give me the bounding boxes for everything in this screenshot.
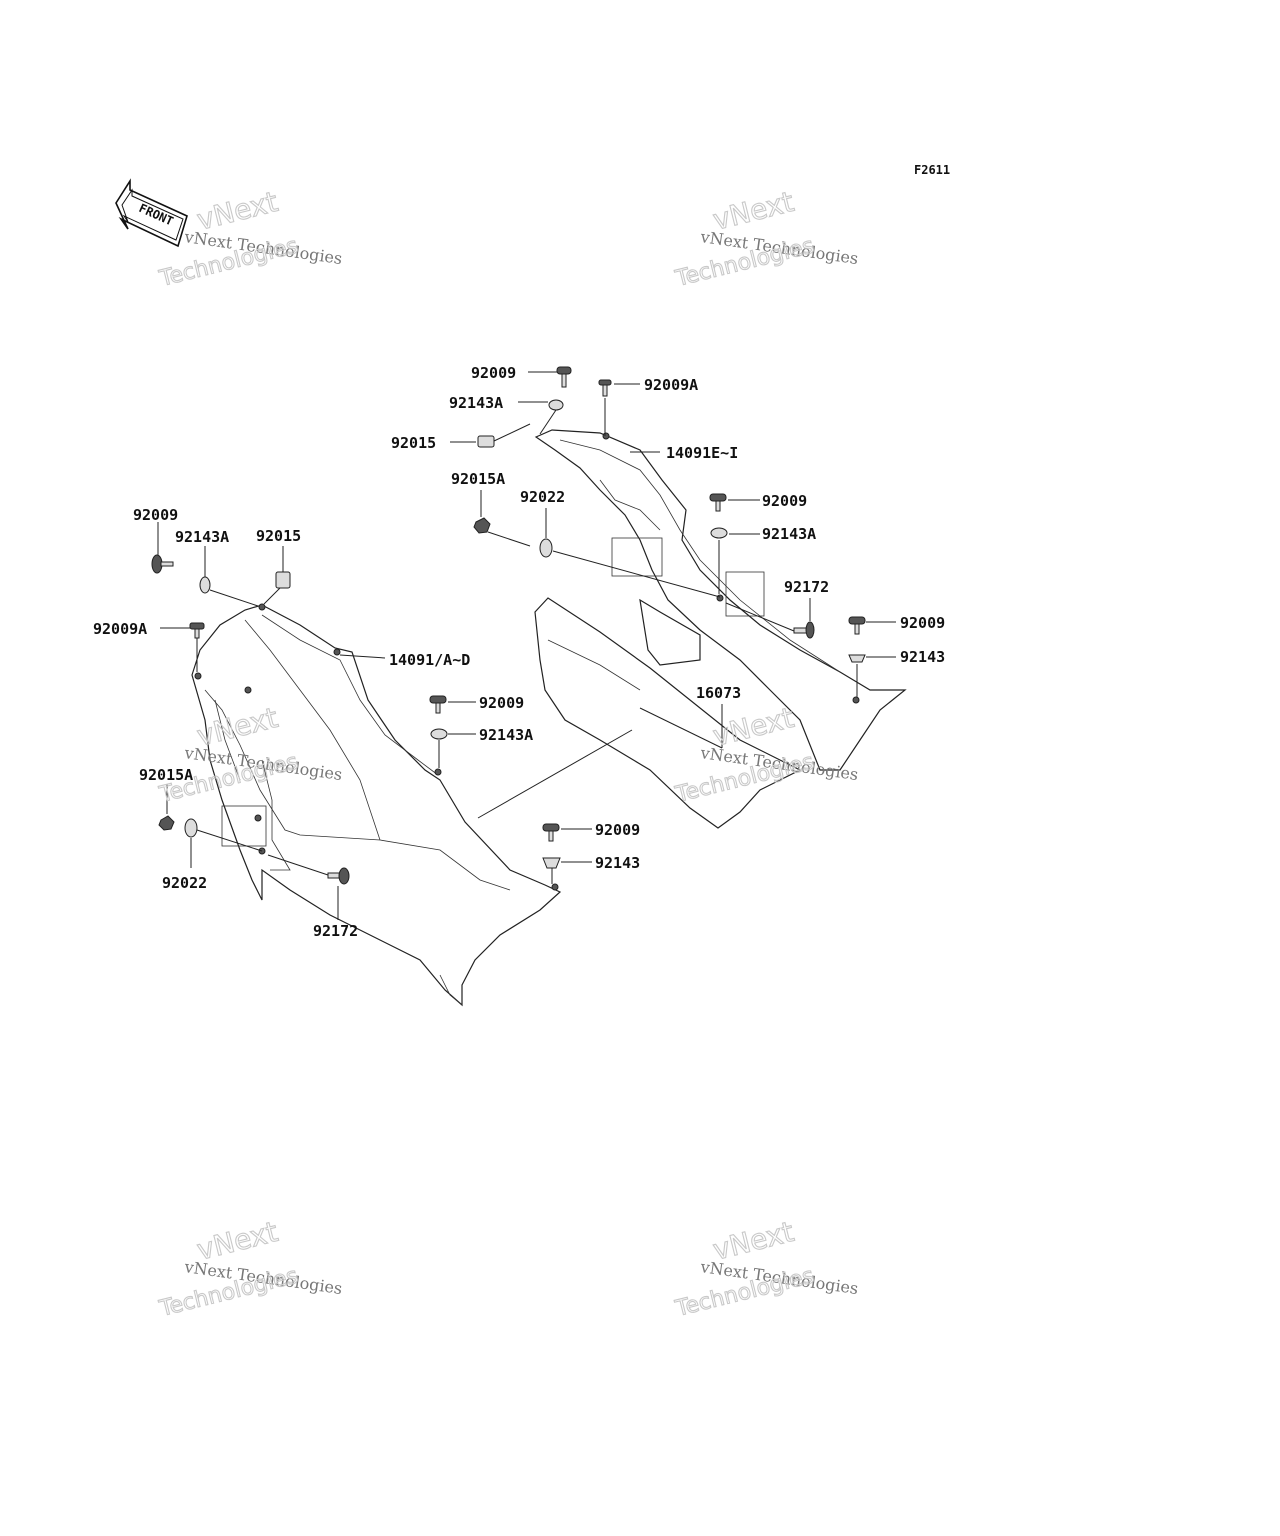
inner-cover-16073 (534, 597, 802, 829)
grommet-icon (542, 857, 561, 869)
washer-icon (539, 538, 553, 558)
clip-nut-icon (477, 435, 495, 448)
side-cover-left (191, 603, 562, 1007)
washer-icon (710, 527, 728, 539)
screw-icon (151, 554, 174, 574)
screw-icon (848, 616, 866, 635)
part-label: 92015 (256, 527, 301, 545)
part-label: 16073 (696, 684, 741, 702)
part-label: 92022 (162, 874, 207, 892)
part-label: 92015 (391, 434, 436, 452)
cowl-14091 (191, 604, 562, 1007)
part-label: 92143A (479, 726, 533, 744)
part-label: 92009A (644, 376, 698, 394)
watermark-text: vNext (710, 1215, 797, 1267)
right-leader-lines (450, 371, 896, 819)
watermark-text: vNext (710, 701, 797, 753)
screw-icon (542, 823, 560, 842)
side-cover-right (534, 429, 907, 829)
part-label: 92009 (471, 364, 516, 382)
part-label: 92009A (93, 620, 147, 638)
washer-icon (184, 818, 198, 838)
screw-icon (189, 622, 205, 639)
watermark: vNext vNext Technologies Technologies (672, 1214, 860, 1322)
part-label: 92143 (595, 854, 640, 872)
watermark-text: vNext (194, 1215, 281, 1267)
part-label: 14091E~I (666, 444, 738, 462)
watermark: vNext vNext Technologies Technologies (156, 184, 344, 292)
part-label: 92015A (451, 470, 505, 488)
part-label: 92172 (313, 922, 358, 940)
front-arrow-icon: FRONT (115, 178, 188, 248)
part-label: 92143A (762, 525, 816, 543)
part-label: 92009 (479, 694, 524, 712)
screw-icon (709, 493, 727, 512)
nut-icon (158, 815, 175, 831)
screw-icon (598, 379, 612, 397)
part-label: 92143A (175, 528, 229, 546)
watermark-text: vNext (194, 185, 281, 237)
watermark: vNext vNext Technologies Technologies (672, 184, 860, 292)
part-label: 92009 (595, 821, 640, 839)
watermark-text: vNext (710, 185, 797, 237)
part-label: 14091/A~D (389, 651, 470, 669)
part-label: 92172 (784, 578, 829, 596)
bolt-icon (793, 621, 815, 639)
left-leader-lines (157, 522, 592, 920)
part-label: 92143 (900, 648, 945, 666)
left-labels: 92009 92143A 92015 92009A 14091/A~D 9200… (93, 506, 640, 940)
left-hardware (151, 554, 561, 885)
washer-icon (199, 576, 211, 594)
washer-icon (548, 399, 564, 411)
part-label: 92009 (900, 614, 945, 632)
right-hardware (473, 366, 866, 663)
screw-icon (556, 366, 572, 388)
part-label: 92015A (139, 766, 193, 784)
grommet-icon (848, 654, 866, 663)
bolt-icon (327, 867, 350, 885)
diagram-code: F2611 (914, 163, 950, 177)
part-label: 92143A (449, 394, 503, 412)
washer-icon (430, 728, 448, 740)
part-label: 92009 (762, 492, 807, 510)
clip-nut-icon (275, 571, 291, 589)
right-labels: 92009 92009A 92143A 92015 14091E~I 92015… (391, 364, 945, 702)
part-label: 92022 (520, 488, 565, 506)
screw-icon (429, 695, 447, 714)
part-label: 92009 (133, 506, 178, 524)
nut-icon (473, 517, 491, 534)
watermark: vNext vNext Technologies Technologies (156, 1214, 344, 1322)
